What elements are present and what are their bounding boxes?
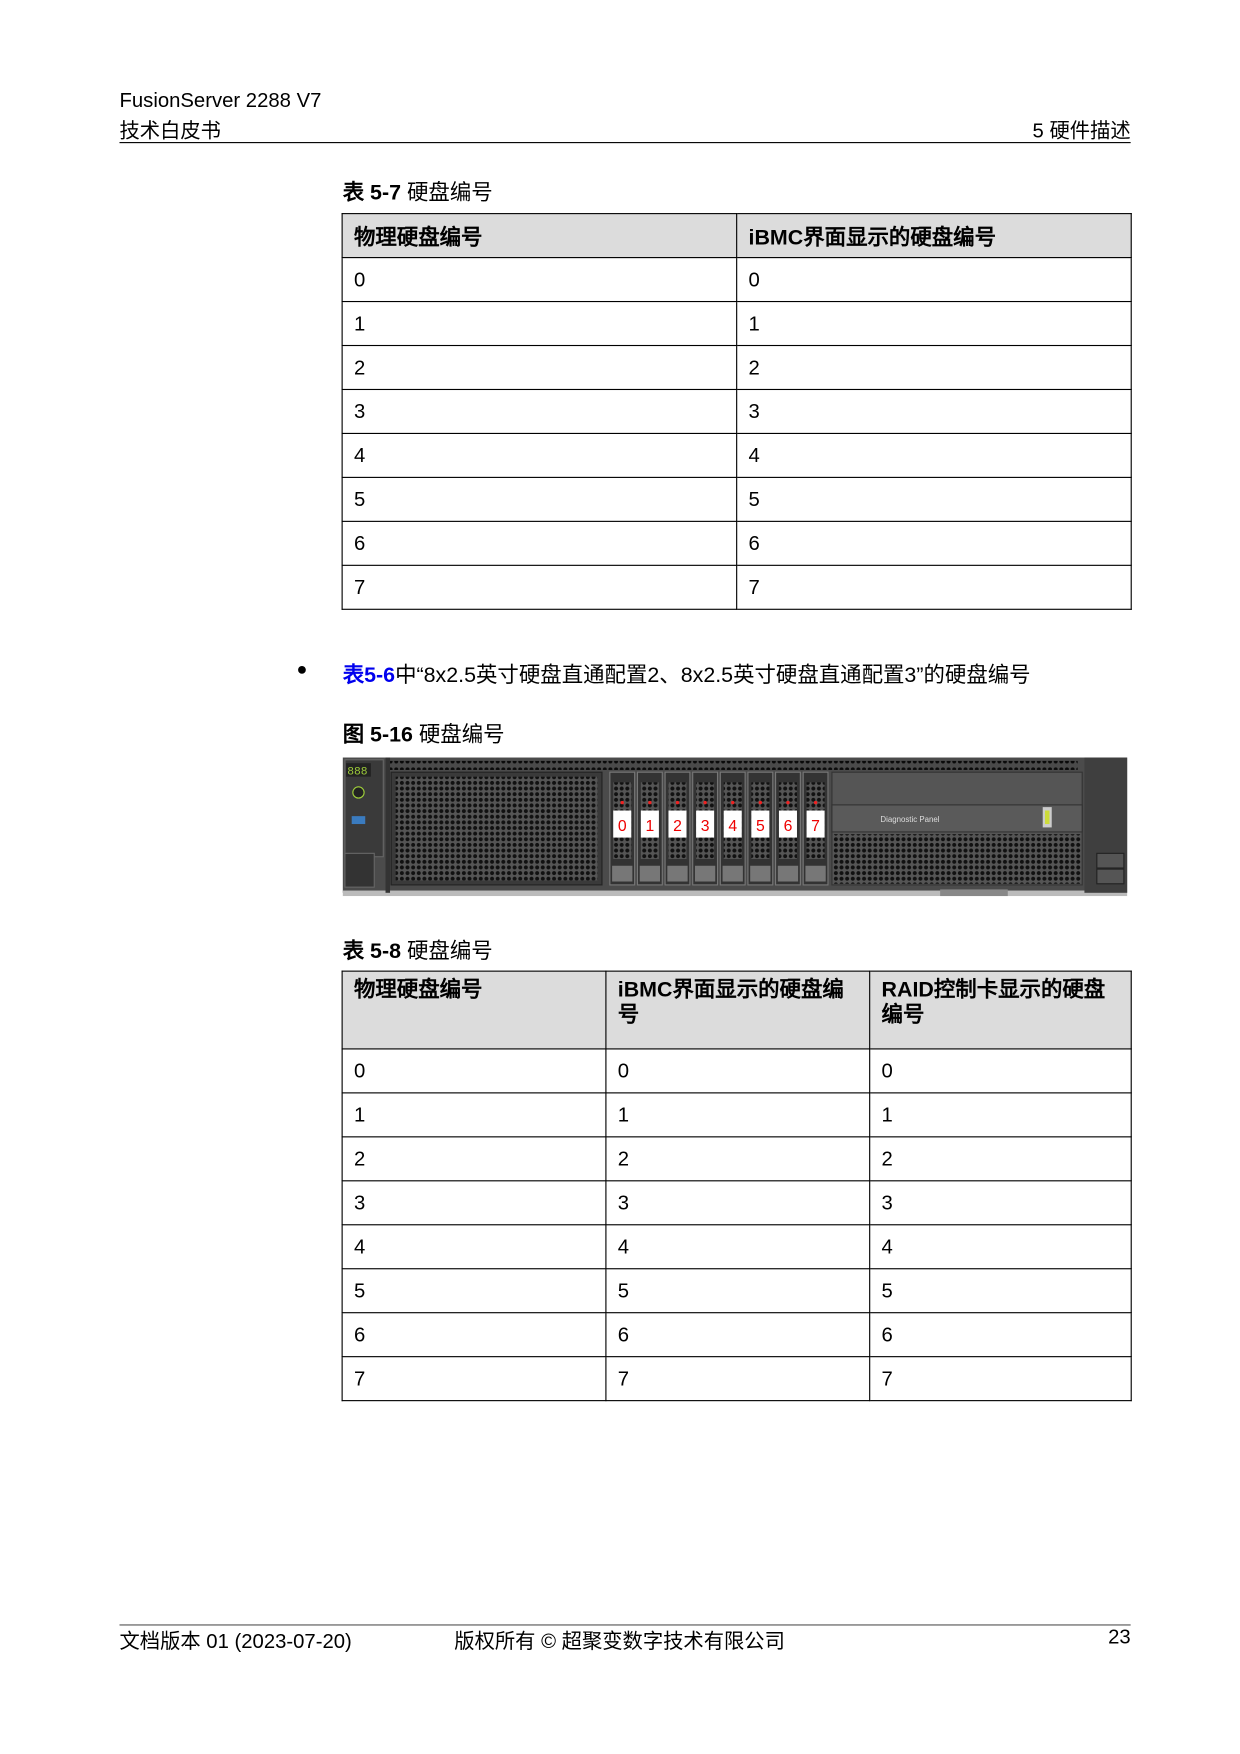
table-cell: 4 [341,1224,607,1270]
power-icon [352,786,365,799]
figure-caption: 图 5-16 硬盘编号 [342,723,505,748]
table-5-6-link[interactable]: 表5-6 [342,663,396,688]
table-cell: 3 [736,388,1132,434]
table-cell: 6 [736,520,1132,566]
header-chapter: 5 硬件描述 [1032,119,1131,143]
table-cell: 0 [341,1048,607,1094]
table-cell: 5 [736,476,1132,522]
drive-number-label: 2 [673,818,682,835]
bullet-icon: ● [296,660,308,680]
drive-bay: 6 [774,771,801,886]
header-product: FusionServer 2288 V7 [119,89,322,112]
table-cell: 7 [341,564,738,610]
table-cell: 4 [869,1224,1132,1270]
table-cell: 5 [605,1268,871,1314]
table-cell: 2 [341,1136,607,1182]
table-cell: 2 [605,1136,871,1182]
table-cell: 3 [341,1180,607,1226]
drive-bay: 4 [719,771,746,886]
server-front-panel-figure: 888 0 1 2 3 4 5 6 7 Diagnostic Panel [342,757,1128,897]
footer-page-number: 23 [1108,1625,1131,1649]
drive-number-label: 1 [645,818,654,835]
footer-version: 文档版本 01 (2023-07-20) [119,1630,352,1653]
column-header: iBMC界面显示的硬盘编号 [736,213,1132,259]
table-cell: 0 [605,1048,871,1094]
drive-number-label: 5 [756,818,765,835]
drive-bay: 3 [692,771,719,886]
column-header: 物理硬盘编号 [341,970,607,1050]
table-cell: 0 [341,257,738,303]
column-header: 物理硬盘编号 [341,213,738,259]
table-cell: 6 [869,1312,1132,1358]
table-cell: 6 [341,520,738,566]
table-cell: 2 [341,344,738,391]
table-cell: 7 [341,1356,607,1402]
table-cell: 5 [869,1268,1132,1314]
drive-number-label: 7 [811,818,820,835]
drive-number-label: 0 [618,818,627,835]
table-cell: 1 [341,1092,607,1138]
table-cell: 1 [341,300,738,347]
table2-caption: 表 5-8 硬盘编号 [342,940,493,964]
table-cell: 2 [736,344,1132,391]
table-cell: 1 [736,300,1132,347]
drive-number-label: 6 [784,818,793,835]
table-cell: 4 [341,432,738,478]
drive-bay: 5 [747,771,774,886]
table-cell: 2 [869,1136,1132,1182]
table-cell: 6 [341,1312,607,1358]
table-cell: 6 [605,1312,871,1358]
table-cell: 0 [869,1048,1132,1094]
footer-rule [119,1624,1131,1626]
header-doc-type: 技术白皮书 [119,119,221,143]
table-cell: 3 [341,388,738,434]
table-cell: 4 [736,432,1132,478]
table-cell: 5 [341,476,738,522]
table-cell: 1 [869,1092,1132,1138]
bullet-text: 表5-6中“8x2.5英寸硬盘直通配置2、8x2.5英寸硬盘直通配置3”的硬盘编… [342,663,1031,688]
diagnostic-panel-label: Diagnostic Panel [880,815,939,824]
table-cell: 7 [736,564,1132,610]
table-cell: 3 [605,1180,871,1226]
table-cell: 3 [869,1180,1132,1226]
drive-bay: 1 [636,771,663,886]
status-display: 888 [347,766,368,778]
table-cell: 1 [605,1092,871,1138]
table1-caption: 表 5-7 硬盘编号 [342,181,493,206]
table-cell: 7 [869,1356,1132,1402]
drive-bay: 7 [802,771,829,886]
table-cell: 4 [605,1224,871,1270]
table-cell: 5 [341,1268,607,1314]
column-header: RAID控制卡显示的硬盘编号 [869,970,1132,1050]
table-cell: 7 [605,1356,871,1402]
drive-number-label: 4 [728,818,737,835]
footer-copyright: 版权所有 © 超聚变数字技术有限公司 [454,1630,785,1653]
table-cell: 0 [736,257,1132,303]
header-rule [119,142,1131,144]
drive-bay: 0 [609,771,636,886]
drive-bay: 2 [664,771,691,886]
column-header: iBMC界面显示的硬盘编号 [605,970,871,1050]
drive-number-label: 3 [701,818,710,835]
